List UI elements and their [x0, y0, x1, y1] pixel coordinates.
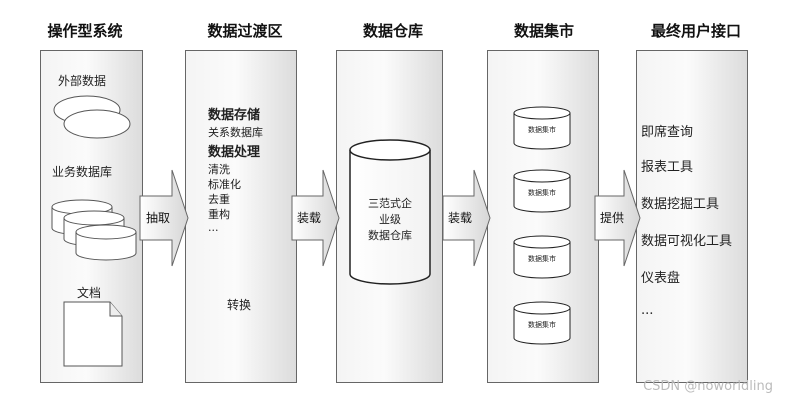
header-mart: 数据集市	[513, 22, 574, 40]
extract-label: 抽取	[146, 211, 171, 225]
mart-label-4: 数据集市	[528, 321, 556, 329]
load-label-2: 装载	[448, 211, 473, 225]
provide-label: 提供	[600, 211, 625, 225]
process-item: 重构	[208, 208, 230, 221]
panel-staging	[185, 50, 297, 383]
external-data-ellipse-front	[63, 109, 131, 139]
process-item: 标准化	[208, 178, 241, 191]
document-label: 文档	[77, 286, 102, 300]
load-label-1: 装载	[297, 211, 322, 225]
warehouse-line-1: 三范式企	[368, 197, 412, 210]
header-op-system: 操作型系统	[47, 22, 123, 40]
process-title: 数据处理	[208, 145, 261, 160]
mart-label-3: 数据集市	[528, 255, 556, 263]
mart-cylinder-4	[513, 301, 571, 345]
transform-label: 转换	[227, 298, 252, 312]
business-db-label: 业务数据库	[52, 165, 113, 179]
warehouse-line-3: 数据仓库	[368, 229, 412, 242]
warehouse-cylinder	[349, 139, 431, 285]
process-item: ...	[208, 221, 219, 234]
interface-item: 报表工具	[641, 160, 694, 175]
extract-arrow	[139, 169, 189, 267]
header-interface: 最终用户接口	[650, 22, 741, 40]
mart-cylinder-2	[513, 169, 571, 213]
process-item: 去重	[208, 193, 230, 206]
interface-item: 即席查询	[641, 125, 694, 140]
interface-item: 数据挖掘工具	[641, 197, 720, 212]
load-arrow-1	[291, 169, 340, 267]
interface-item: 数据可视化工具	[641, 234, 733, 249]
external-data-label: 外部数据	[58, 74, 107, 88]
header-staging: 数据过渡区	[207, 22, 283, 40]
panel-interface	[636, 50, 748, 383]
storage-item: 关系数据库	[208, 126, 263, 139]
interface-item: 仪表盘	[641, 271, 681, 286]
storage-title: 数据存储	[208, 108, 261, 123]
business-db-cylinder-3	[75, 224, 137, 261]
interface-item: ...	[641, 303, 654, 318]
header-warehouse: 数据仓库	[362, 22, 423, 40]
warehouse-line-2: 业级	[379, 213, 401, 226]
mart-label-1: 数据集市	[528, 126, 556, 134]
mart-cylinder-1	[513, 106, 571, 150]
provide-arrow	[594, 169, 641, 267]
mart-label-2: 数据集市	[528, 189, 556, 197]
watermark: CSDN @noworldling	[643, 379, 773, 394]
process-item: 清洗	[208, 163, 230, 176]
mart-cylinder-3	[513, 235, 571, 279]
load-arrow-2	[442, 169, 491, 267]
document-icon	[63, 301, 123, 367]
